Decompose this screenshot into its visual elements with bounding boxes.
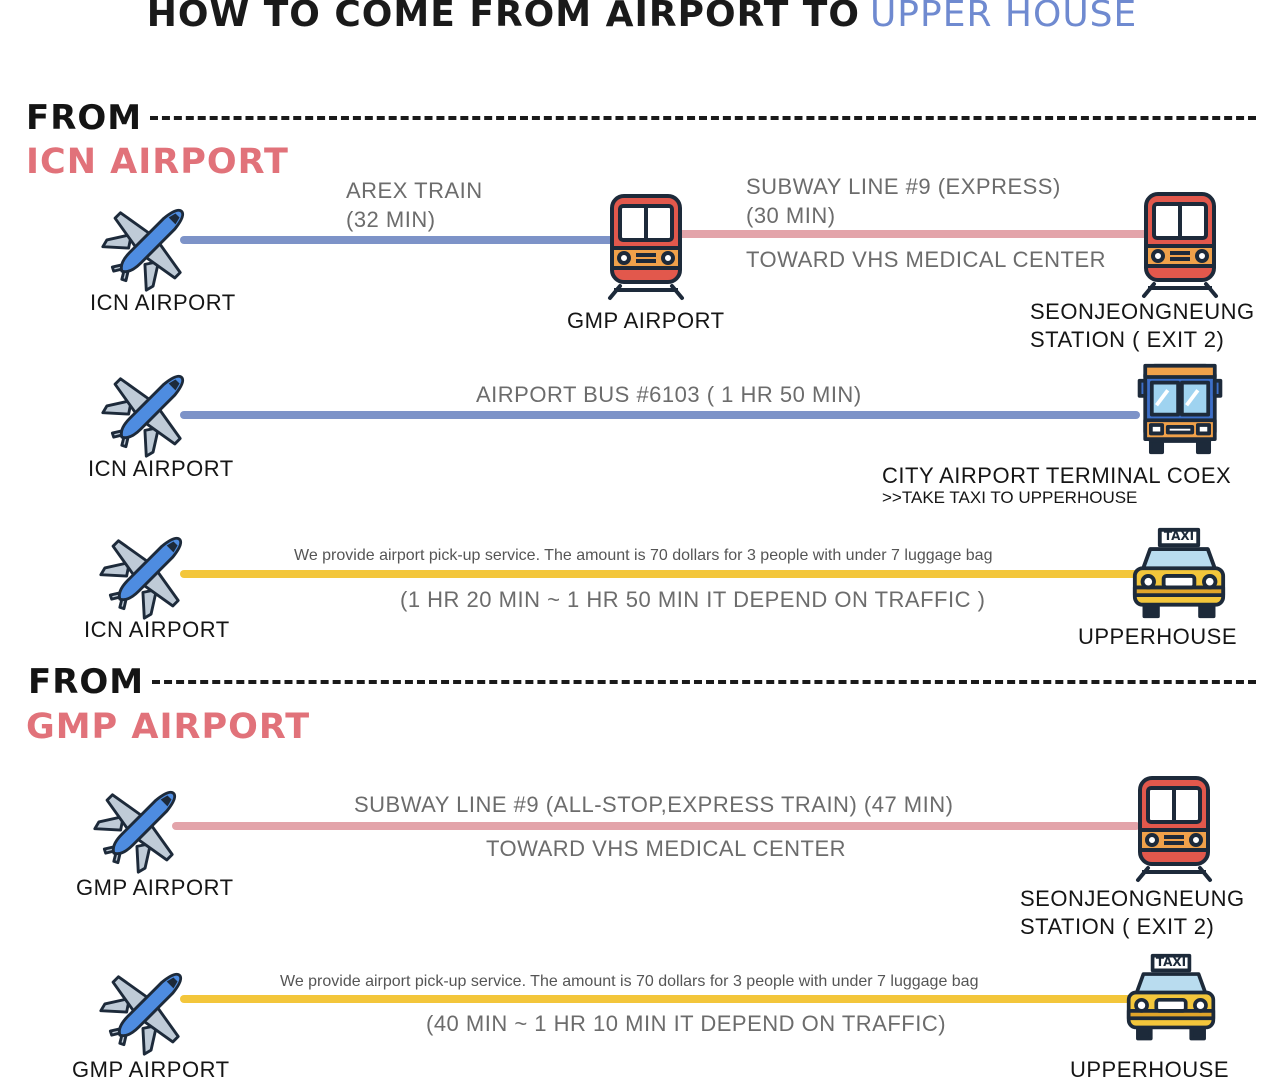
subway-label: SUBWAY LINE #9 (EXPRESS) xyxy=(746,174,1061,199)
train-icon xyxy=(604,192,688,302)
dest-line2: STATION ( EXIT 2) xyxy=(1030,327,1225,352)
destination-label: SEONJEONGNEUNG STATION ( EXIT 2) xyxy=(1020,885,1245,941)
origin-label: GMP AIRPORT xyxy=(72,1057,230,1082)
pickup-service-note: We provide airport pick-up service. The … xyxy=(294,547,993,564)
icn-from-label: FROM xyxy=(26,98,143,138)
pickup-service-note: We provide airport pick-up service. The … xyxy=(280,973,979,990)
pickup-line xyxy=(180,995,1132,1003)
destination-label: CITY AIRPORT TERMINAL COEX xyxy=(882,463,1232,488)
dest-line2: STATION ( EXIT 2) xyxy=(1020,914,1215,939)
taxi-icon: TAXI xyxy=(1124,952,1218,1044)
pickup-time: (40 MIN ~ 1 HR 10 MIN IT DEPEND ON TRAFF… xyxy=(426,1011,947,1036)
transfer-label: GMP AIRPORT xyxy=(567,308,725,333)
subway-label: SUBWAY LINE #9 (ALL-STOP,EXPRESS TRAIN) … xyxy=(354,792,954,817)
subway-direction: TOWARD VHS MEDICAL CENTER xyxy=(486,836,847,861)
origin-label: GMP AIRPORT xyxy=(76,875,234,900)
subway-time: (30 MIN) xyxy=(746,203,836,228)
destination-note: >>TAKE TAXI TO UPPERHOUSE xyxy=(882,488,1138,507)
taxi-icon: TAXI xyxy=(1130,526,1228,622)
train-icon xyxy=(1138,190,1222,300)
destination-label: UPPERHOUSE xyxy=(1070,1057,1230,1082)
arex-line xyxy=(180,236,620,244)
airplane-icon xyxy=(96,960,198,1056)
dest-line1: SEONJEONGNEUNG xyxy=(1020,886,1245,911)
origin-label: ICN AIRPORT xyxy=(90,290,236,315)
destination-label: UPPERHOUSE xyxy=(1078,624,1238,649)
destination-label: SEONJEONGNEUNG STATION ( EXIT 2) xyxy=(1030,298,1255,354)
pickup-line xyxy=(180,570,1140,578)
arex-label: AREX TRAIN xyxy=(346,178,483,203)
subway-line xyxy=(172,822,1140,830)
gmp-section-divider xyxy=(152,680,1256,684)
pickup-time: (1 HR 20 MIN ~ 1 HR 50 MIN IT DEPEND ON … xyxy=(400,587,986,612)
airplane-icon xyxy=(98,196,200,292)
icn-section-divider xyxy=(150,116,1256,120)
subway-line xyxy=(670,230,1150,238)
page-title: HOW TO COME FROM AIRPORT TO UPPER HOUSE xyxy=(0,0,1284,35)
bus-icon xyxy=(1132,362,1228,456)
origin-label: ICN AIRPORT xyxy=(84,617,230,642)
bus-line xyxy=(180,411,1140,419)
gmp-from-label: FROM xyxy=(28,662,145,702)
subway-direction: TOWARD VHS MEDICAL CENTER xyxy=(746,247,1107,272)
icn-heading: ICN AIRPORT xyxy=(26,142,289,182)
taxi-sign: TAXI xyxy=(1155,955,1187,969)
bus-label: AIRPORT BUS #6103 ( 1 HR 50 MIN) xyxy=(476,382,862,407)
title-part2: UPPER HOUSE xyxy=(869,0,1138,35)
arex-time: (32 MIN) xyxy=(346,207,436,232)
taxi-sign: TAXI xyxy=(1163,529,1195,543)
gmp-heading: GMP AIRPORT xyxy=(26,707,311,747)
origin-label: ICN AIRPORT xyxy=(88,456,234,481)
train-icon xyxy=(1132,774,1216,884)
dest-line1: SEONJEONGNEUNG xyxy=(1030,299,1255,324)
title-part1: HOW TO COME FROM AIRPORT TO xyxy=(146,0,860,35)
airplane-icon xyxy=(98,362,200,458)
